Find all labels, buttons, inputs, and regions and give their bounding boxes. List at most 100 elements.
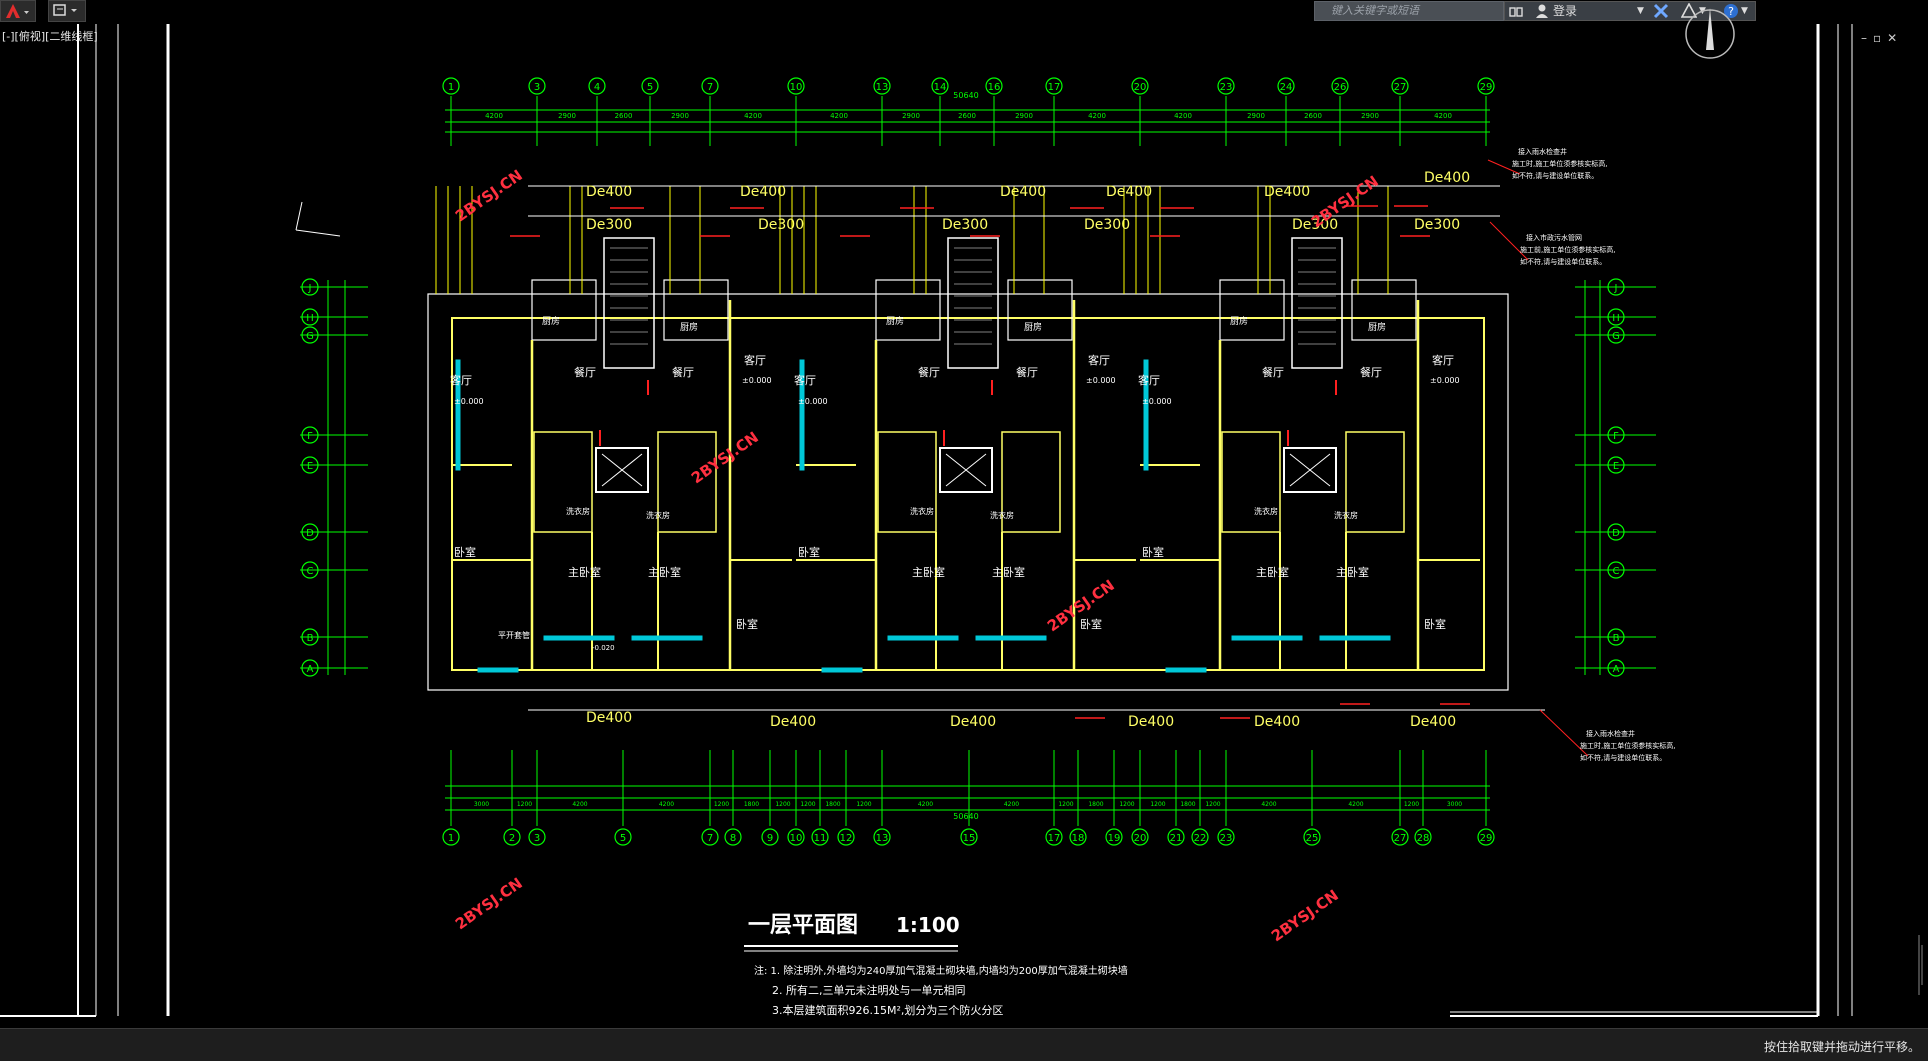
login-dropdown-icon[interactable]: ▼ xyxy=(1637,6,1644,16)
axis-bubble xyxy=(442,828,460,846)
exchange-icon[interactable] xyxy=(1653,3,1669,20)
level-label: -0.020 xyxy=(592,644,615,652)
callout-leader xyxy=(1539,709,1589,757)
user-icon[interactable] xyxy=(1535,3,1549,20)
stair-core xyxy=(603,237,655,369)
axis-bubble xyxy=(1217,77,1235,95)
axis-label: 21 xyxy=(1170,833,1183,844)
window xyxy=(1319,635,1391,641)
bathroom xyxy=(877,431,937,533)
restore-icon[interactable]: ▫ xyxy=(1873,31,1882,45)
callout-text: 接入市政污水管网 xyxy=(1526,233,1582,242)
callout-leader xyxy=(1487,159,1521,175)
note-text: 2. 所有二,三单元未注明处与一单元相同 xyxy=(772,983,966,997)
binoculars-icon[interactable] xyxy=(1509,3,1523,20)
axis-label: 3 xyxy=(534,833,540,844)
axis-bubble xyxy=(1131,77,1149,95)
watermark-text: 2BYSJ.CN xyxy=(1268,886,1342,945)
application-menu-button[interactable] xyxy=(0,0,36,22)
dim-text: 2600 xyxy=(615,112,633,120)
dim-text: 1200 xyxy=(1205,801,1220,808)
dim-text: 4200 xyxy=(1348,801,1363,808)
room-label: 客厅 xyxy=(744,353,766,367)
axis-bubble xyxy=(301,278,319,296)
axis-bubble xyxy=(873,77,891,95)
dim-text: 4200 xyxy=(659,801,674,808)
window xyxy=(477,667,519,673)
dim-text: 2900 xyxy=(902,112,920,120)
room-label: 卧室 xyxy=(798,545,820,559)
pipe-label: De400 xyxy=(1264,184,1310,200)
search-input[interactable]: 键入关键字或短语 xyxy=(1314,1,1504,21)
axis-label: 7 xyxy=(707,82,713,93)
axis-bubble xyxy=(873,828,891,846)
pipe-label: De300 xyxy=(1414,217,1460,233)
room-label: 洗衣房 xyxy=(1254,506,1278,516)
dim-text: 4200 xyxy=(1004,801,1019,808)
room-label: 洗衣房 xyxy=(566,506,590,516)
room-label: 卧室 xyxy=(454,545,476,559)
pipe-label: De400 xyxy=(1000,184,1046,200)
axis-bubble xyxy=(701,828,719,846)
pipe-label: De400 xyxy=(1106,184,1152,200)
axis-bubble xyxy=(1477,77,1495,95)
close-icon[interactable]: ✕ xyxy=(1887,31,1898,45)
dim-text: 1200 xyxy=(1404,801,1419,808)
dim-text: 4200 xyxy=(1088,112,1106,120)
axis-label: A xyxy=(307,664,314,675)
dim-text: 1200 xyxy=(1058,801,1073,808)
axis-bubble xyxy=(787,77,805,95)
login-link[interactable]: 登录 xyxy=(1553,4,1578,18)
kitchen-room xyxy=(1351,279,1417,341)
window xyxy=(975,635,1047,641)
axis-label: D xyxy=(1612,528,1620,539)
dim-text: 1800 xyxy=(1088,801,1103,808)
callout-text: 如不符,请与建设单位联系。 xyxy=(1512,171,1598,180)
axis-label: 17 xyxy=(1048,833,1061,844)
axis-label: 1 xyxy=(448,82,454,93)
room-label: 主卧室 xyxy=(648,565,681,579)
bathroom xyxy=(1221,431,1281,533)
dim-text: 4200 xyxy=(918,801,933,808)
room-label: 洗衣房 xyxy=(1334,510,1358,520)
help-icon[interactable]: ? xyxy=(1723,3,1739,20)
room-label: 主卧室 xyxy=(568,565,601,579)
axis-label: 3 xyxy=(534,82,540,93)
axis-label: 19 xyxy=(1108,833,1121,844)
minimize-icon[interactable]: – xyxy=(1861,31,1867,45)
help-dropdown-icon[interactable]: ▼ xyxy=(1741,6,1748,16)
room-label: 餐厅 xyxy=(574,365,596,379)
svg-text:?: ? xyxy=(1728,5,1734,18)
axis-bubble xyxy=(1217,828,1235,846)
dim-text: 1200 xyxy=(1150,801,1165,808)
axis-label: 17 xyxy=(1048,82,1061,93)
axis-label: J xyxy=(1614,283,1618,294)
window xyxy=(821,667,863,673)
bathroom xyxy=(1345,431,1405,533)
watermark-text: 2BYSJ.CN xyxy=(688,428,762,487)
level-label: ±0.000 xyxy=(454,397,484,406)
quick-access-button[interactable] xyxy=(48,0,86,22)
room-label: 洗衣房 xyxy=(646,510,670,520)
watermark-text: 2BYSJ.CN xyxy=(452,166,526,225)
room-label: 主卧室 xyxy=(1256,565,1289,579)
callout-text: 接入雨水检查井 xyxy=(1586,729,1635,738)
axis-bubble xyxy=(1607,426,1625,444)
axis-label: 10 xyxy=(790,82,803,93)
callout-text: 施工时,施工单位须参核实标高, xyxy=(1580,741,1675,750)
autodesk-icon[interactable] xyxy=(1681,3,1697,20)
axis-label: C xyxy=(307,566,314,577)
callout-leader xyxy=(1489,221,1529,261)
axis-bubble xyxy=(1607,628,1625,646)
pipe-label: De400 xyxy=(950,714,996,730)
axis-bubble xyxy=(1167,828,1185,846)
axis-bubble xyxy=(301,659,319,677)
room-label: 主卧室 xyxy=(912,565,945,579)
room-label: 卧室 xyxy=(1142,545,1164,559)
viewport-controls-label[interactable]: [-][俯视][二维线框] xyxy=(2,30,98,43)
axis-bubble xyxy=(761,828,779,846)
window xyxy=(1231,635,1303,641)
dim-text: 1800 xyxy=(825,801,840,808)
axis-bubble xyxy=(1131,828,1149,846)
